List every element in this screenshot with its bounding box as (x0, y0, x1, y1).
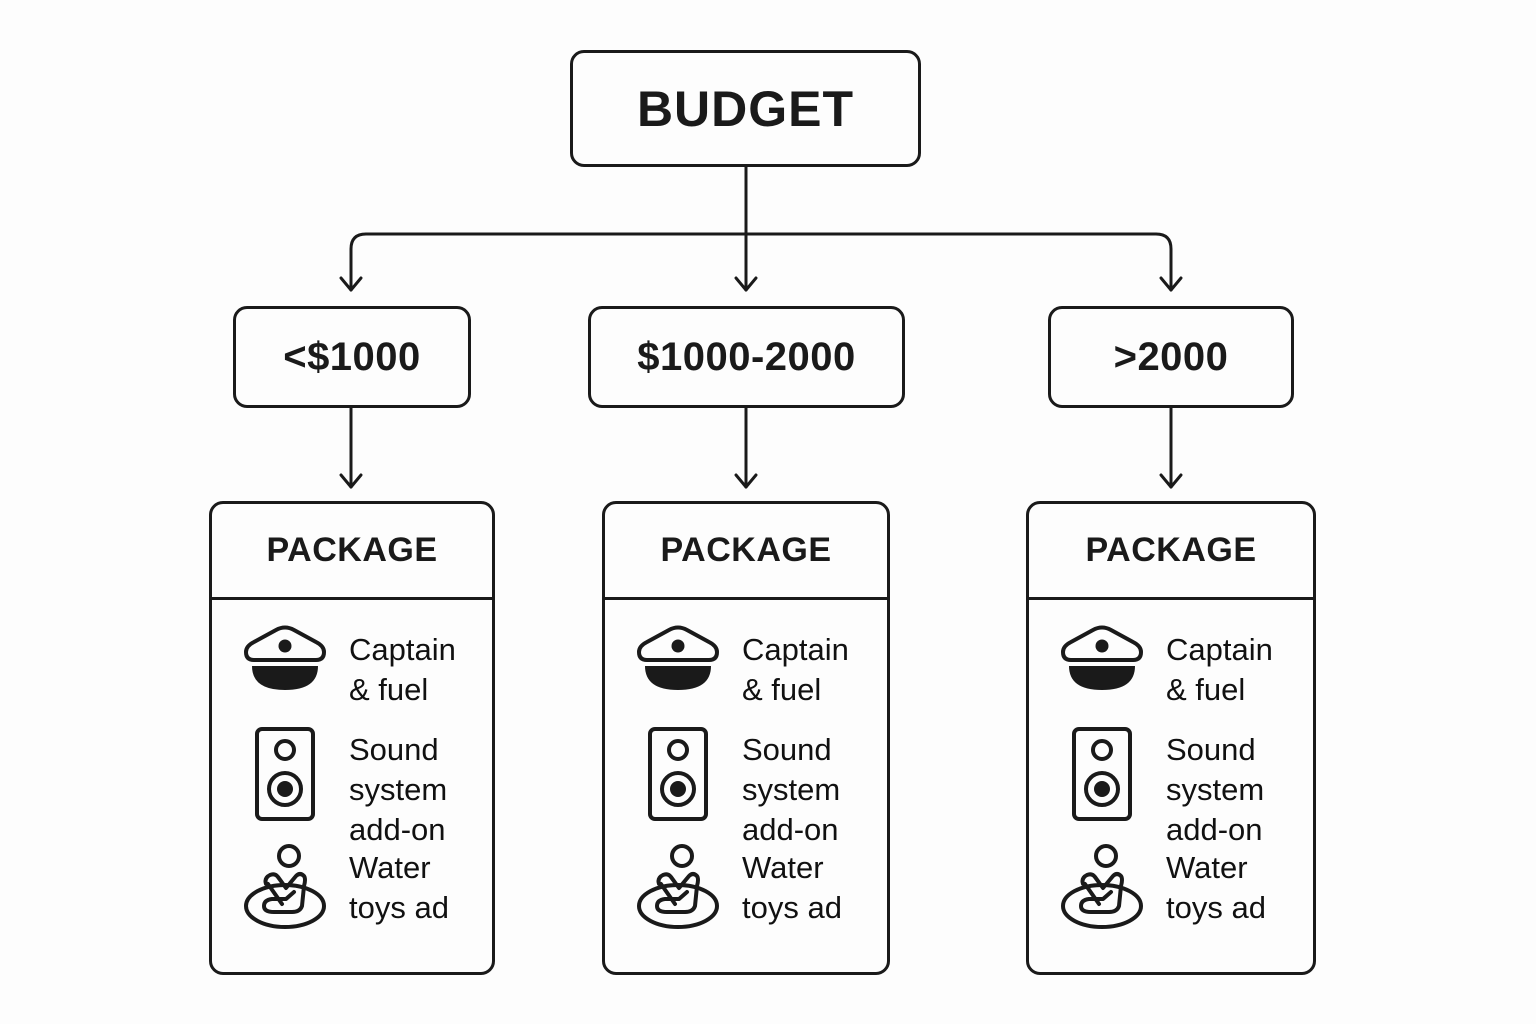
water-toys-icon (633, 842, 723, 932)
tier-label: $1000-2000 (637, 334, 856, 379)
arrowhead-tier-0 (339, 276, 363, 292)
package-item-label: Sound system add-on (742, 732, 841, 847)
package-card: PACKAGE Captain & fuel Sound (602, 501, 890, 975)
package-item-label: Captain & fuel (742, 632, 849, 707)
package-card: PACKAGE Captain & fuel Sound (1026, 501, 1316, 975)
tier-node-1000-2000: $1000-2000 (588, 306, 905, 408)
speaker-icon (633, 726, 723, 822)
package-header: PACKAGE (605, 504, 887, 600)
package-item-label: Captain & fuel (349, 632, 456, 707)
package-card: PACKAGE Captain & fuel Sound (209, 501, 495, 975)
package-item-label: Water toys ad (1166, 850, 1266, 925)
tier-node-over-2000: >2000 (1048, 306, 1294, 408)
arrowhead-package-2 (1159, 473, 1183, 489)
connector-branch-right (744, 232, 1173, 292)
package-item-label: Sound system add-on (1166, 732, 1265, 847)
tier-label: >2000 (1113, 334, 1229, 379)
arrowhead-package-0 (339, 473, 363, 489)
speaker-icon (240, 726, 330, 822)
budget-node: BUDGET (570, 50, 921, 167)
package-item-label: Sound system add-on (349, 732, 448, 847)
package-header: PACKAGE (212, 504, 492, 600)
captain-hat-icon (1057, 622, 1147, 692)
captain-hat-icon (240, 622, 330, 692)
water-toys-icon (240, 842, 330, 932)
package-item-label: Captain & fuel (1166, 632, 1273, 707)
package-item-label: Water toys ad (349, 850, 449, 925)
speaker-icon (1057, 726, 1147, 822)
tier-node-under-1000: <$1000 (233, 306, 471, 408)
arrowhead-tier-2 (1159, 276, 1183, 292)
arrowhead-package-1 (734, 473, 758, 489)
water-toys-icon (1057, 842, 1147, 932)
captain-hat-icon (633, 622, 723, 692)
connector-branch-left (349, 232, 748, 292)
package-item-label: Water toys ad (742, 850, 842, 925)
budget-label: BUDGET (636, 80, 855, 137)
tier-label: <$1000 (283, 334, 421, 379)
package-header: PACKAGE (1029, 504, 1313, 600)
arrowhead-tier-1 (734, 276, 758, 292)
